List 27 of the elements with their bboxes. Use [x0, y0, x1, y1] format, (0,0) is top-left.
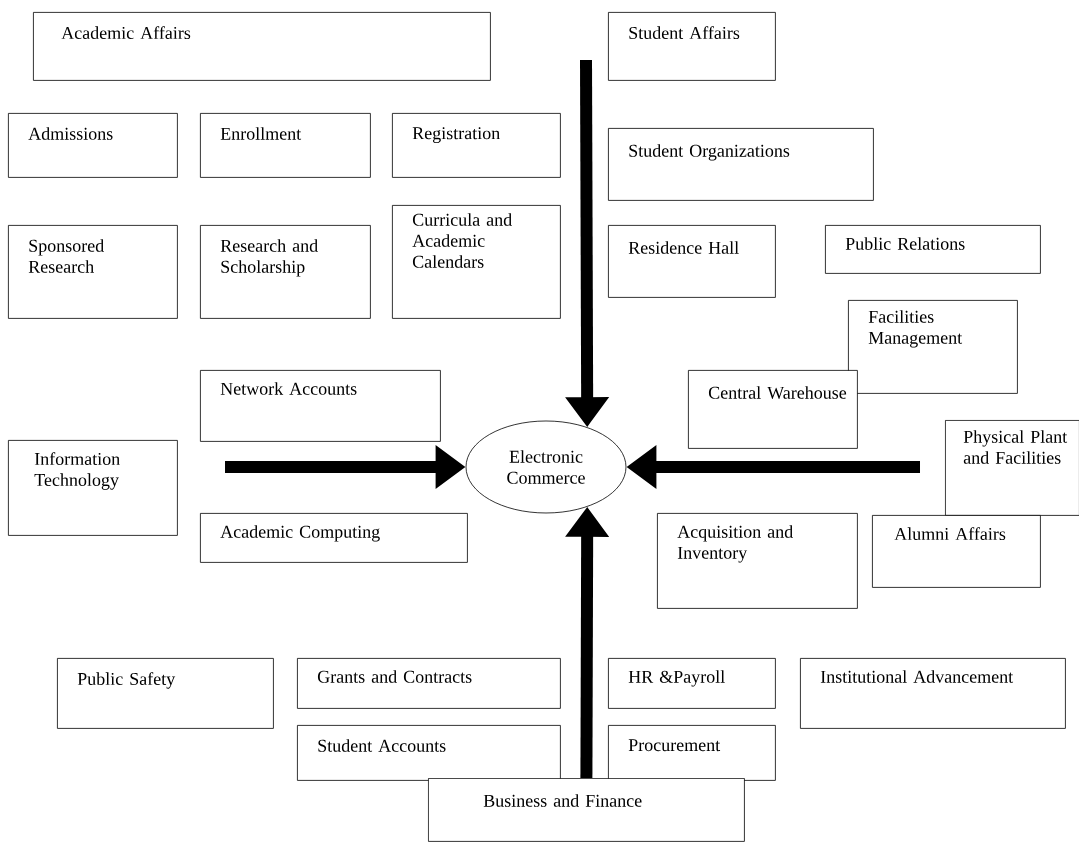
department-box: Enrollment — [200, 113, 371, 178]
department-box: Acquisition and Inventory — [657, 513, 858, 609]
department-box: Procurement — [608, 725, 776, 781]
department-box: Information Technology — [8, 440, 178, 536]
department-box: Sponsored Research — [8, 225, 178, 319]
department-box: Academic Computing — [200, 513, 468, 563]
department-box: Academic Affairs — [33, 12, 491, 81]
department-box: Student Organizations — [608, 128, 874, 201]
ellipse-node: Electronic Commerce — [465, 420, 627, 514]
department-box: Registration — [392, 113, 561, 178]
department-box: Alumni Affairs — [872, 515, 1041, 588]
node-label: Business and Finance — [483, 794, 642, 807]
department-box: Public Safety — [57, 658, 274, 729]
department-box: Facilities Management — [848, 300, 1018, 394]
department-box: HR &Payroll — [608, 658, 776, 709]
department-box: Student Accounts — [297, 725, 561, 781]
department-box: Institutional Advancement — [800, 658, 1066, 729]
department-box: Research and Scholarship — [200, 225, 371, 319]
department-box: Physical Plant and Facilities — [945, 420, 1079, 516]
department-box: Student Affairs — [608, 12, 776, 81]
department-box: Network Accounts — [200, 370, 441, 442]
department-box: Admissions — [8, 113, 178, 178]
department-box: Public Relations — [825, 225, 1041, 274]
department-box: Curricula and Academic Calendars — [392, 205, 561, 319]
department-box: Grants and Contracts — [297, 658, 561, 709]
department-box: Central Warehouse — [688, 370, 858, 449]
department-box: Residence Hall — [608, 225, 776, 298]
